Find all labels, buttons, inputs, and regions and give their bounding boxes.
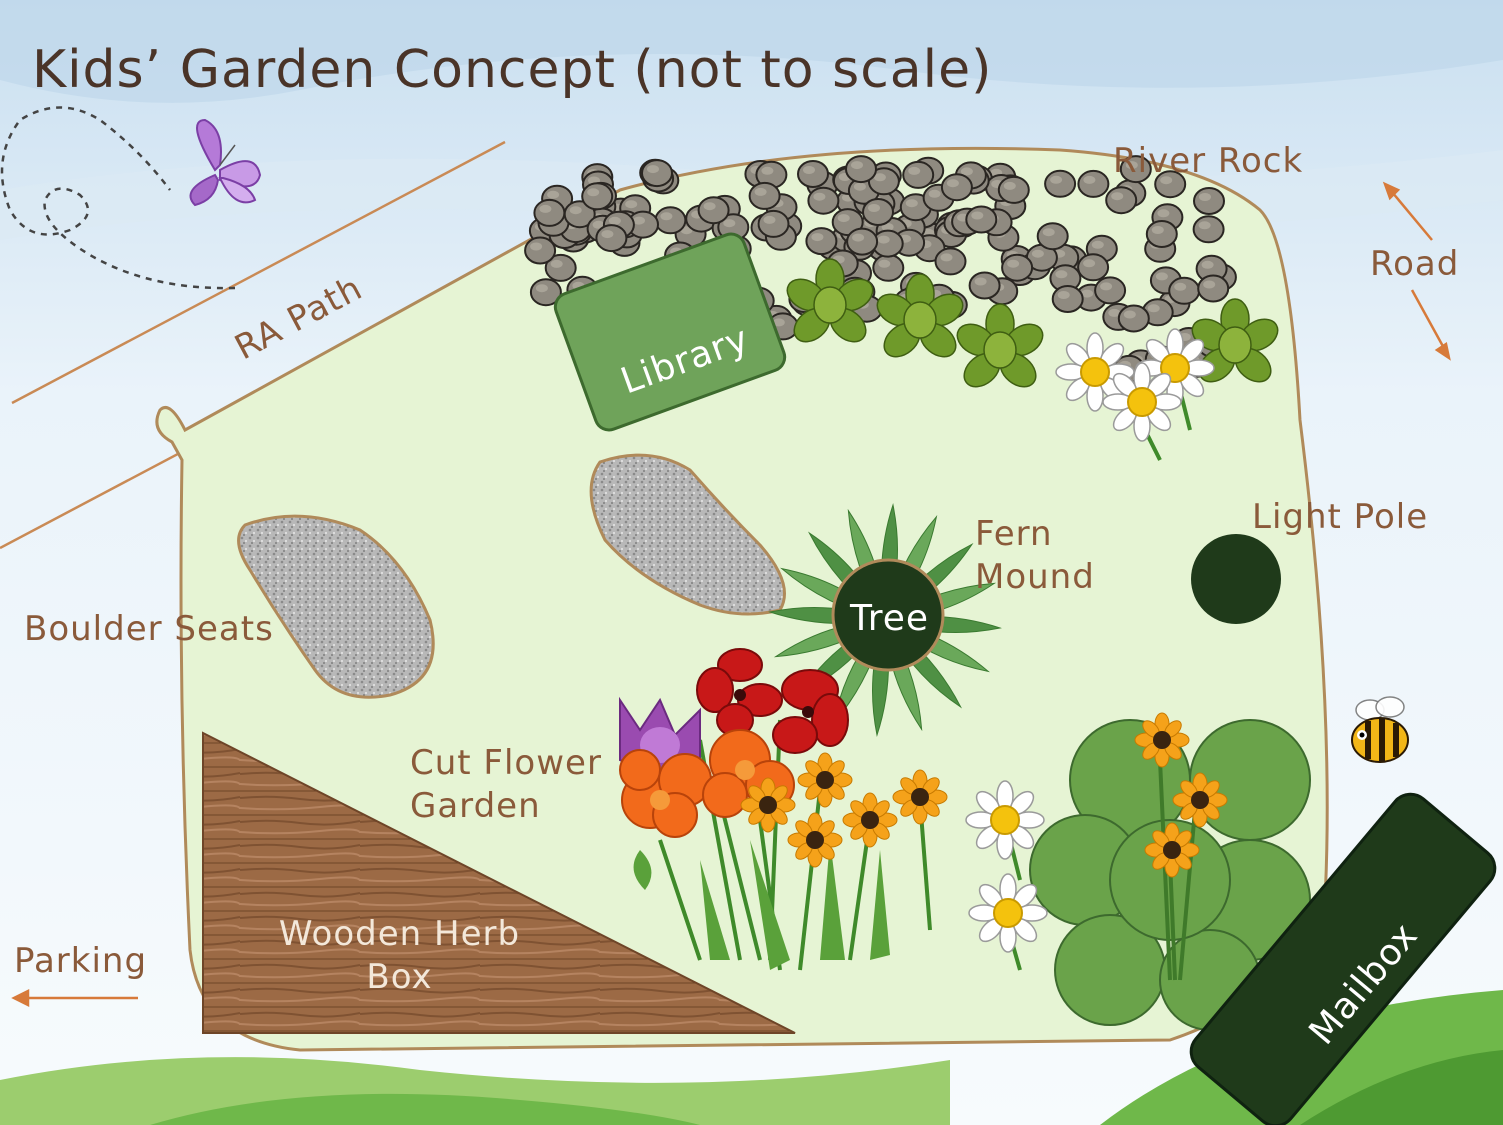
light-pole-label: Light Pole xyxy=(1252,497,1429,537)
river-rock xyxy=(757,209,790,238)
fern-mound-label-line2: Mound xyxy=(975,556,1095,597)
river-rock xyxy=(1077,169,1110,198)
river-rock xyxy=(748,181,781,210)
river-rock xyxy=(533,198,566,227)
river-rock xyxy=(581,182,614,211)
river-rock xyxy=(1077,253,1110,282)
river-rock xyxy=(1192,215,1225,244)
herb-box-label-line2: Box xyxy=(366,956,433,997)
river-rock-label: River Rock xyxy=(1113,141,1304,181)
river-rock xyxy=(1051,285,1084,313)
daisy-icon xyxy=(968,873,1048,953)
river-rock xyxy=(965,205,998,234)
fern-mound-label-line1: Fern xyxy=(975,514,1053,554)
boulder-seats-label: Boulder Seats xyxy=(24,609,274,649)
river-rock xyxy=(807,186,840,215)
river-rock xyxy=(654,206,687,235)
tree-label: Tree xyxy=(850,598,930,639)
river-rock xyxy=(1197,274,1230,303)
river-rock xyxy=(1094,276,1127,305)
river-rock xyxy=(805,227,838,256)
groundcover-cluster xyxy=(965,712,1311,1031)
red-flower-icon xyxy=(696,648,849,754)
boulder-seat xyxy=(237,514,435,699)
river-rock xyxy=(1145,220,1178,248)
river-rock xyxy=(1044,169,1077,198)
river-rock xyxy=(595,224,628,253)
cut-flower-garden xyxy=(619,648,948,971)
road-arrow-icon xyxy=(1382,181,1451,361)
daisy-icon xyxy=(1102,362,1182,442)
daisy-icon xyxy=(965,780,1045,860)
wooden-herb-box xyxy=(202,731,796,1034)
river-rock xyxy=(641,159,673,188)
river-rock xyxy=(797,160,829,188)
butterfly-icon xyxy=(189,118,262,207)
river-rock xyxy=(872,253,905,282)
river-rock xyxy=(968,271,1001,300)
river-rock xyxy=(1001,253,1034,282)
fern-mound-label: Fern Mound xyxy=(975,513,1095,598)
cut-flower-label-line1: Cut Flower xyxy=(410,743,602,783)
river-rock xyxy=(934,247,967,276)
parking-arrow-icon xyxy=(11,988,138,1008)
river-rock xyxy=(845,155,877,184)
river-rock xyxy=(697,196,730,225)
river-rock xyxy=(1168,276,1201,305)
parking-label: Parking xyxy=(14,941,148,981)
river-rock xyxy=(1117,304,1150,333)
hills xyxy=(0,990,1503,1125)
cut-flower-garden-label: Cut Flower Garden xyxy=(410,742,602,827)
page-title: Kids’ Garden Concept (not to scale) xyxy=(32,40,993,100)
orange-marigold-icon xyxy=(619,729,795,838)
river-rock xyxy=(902,160,935,189)
river-rock xyxy=(846,227,879,256)
herb-box-label-line1: Wooden Herb xyxy=(278,914,521,954)
library-building xyxy=(553,232,787,432)
wooden-herb-box-label: Wooden Herb Box xyxy=(272,913,527,998)
light-pole xyxy=(1191,534,1281,624)
river-rock xyxy=(1036,222,1069,251)
river-rock xyxy=(862,198,894,226)
cut-flower-label-line2: Garden xyxy=(410,785,541,826)
tree xyxy=(831,558,945,672)
river-rock xyxy=(997,175,1030,204)
river-rock xyxy=(524,236,557,265)
mailbox xyxy=(1189,792,1497,1125)
daisy-cluster-top xyxy=(1055,328,1215,461)
butterfly-trail xyxy=(0,106,236,290)
bee-icon xyxy=(1351,696,1409,763)
river-rock xyxy=(940,173,973,202)
river-rock xyxy=(1193,187,1225,215)
road-label: Road xyxy=(1370,244,1460,284)
river-rock xyxy=(1105,186,1138,215)
